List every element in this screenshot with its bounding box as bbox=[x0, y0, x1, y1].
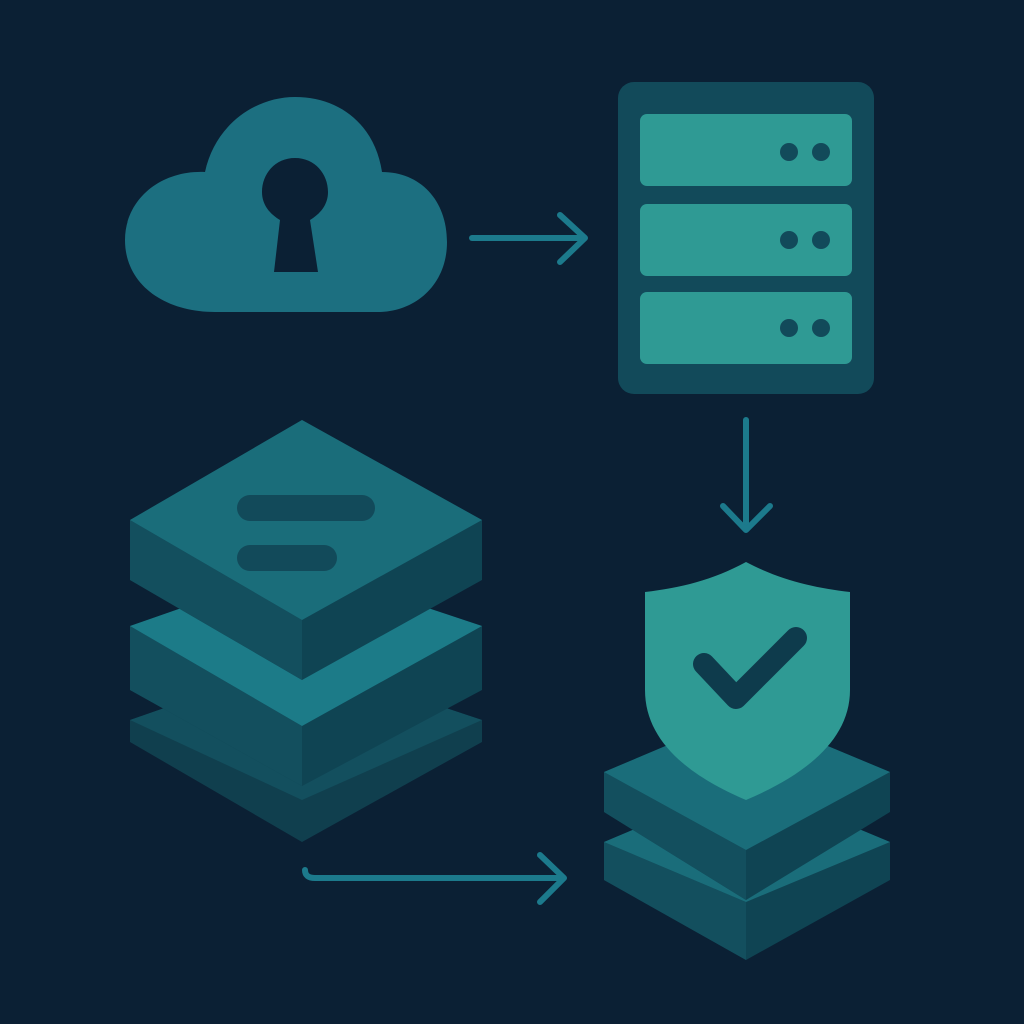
rack-unit-1 bbox=[640, 114, 852, 186]
cloud-keyhole-icon bbox=[125, 97, 447, 312]
shield-check-icon bbox=[604, 562, 890, 960]
server-rack-icon bbox=[618, 82, 874, 394]
rack-unit-2 bbox=[640, 204, 852, 276]
arrow-server-to-shield bbox=[720, 417, 773, 533]
layer-stack-icon bbox=[130, 420, 482, 842]
rack-unit-3 bbox=[640, 292, 852, 364]
keyhole bbox=[262, 158, 328, 272]
layer-top bbox=[130, 420, 482, 680]
check-mark bbox=[693, 627, 807, 709]
arrow-cloud-to-server bbox=[469, 212, 588, 265]
arrow-layers-to-storage bbox=[302, 852, 567, 905]
